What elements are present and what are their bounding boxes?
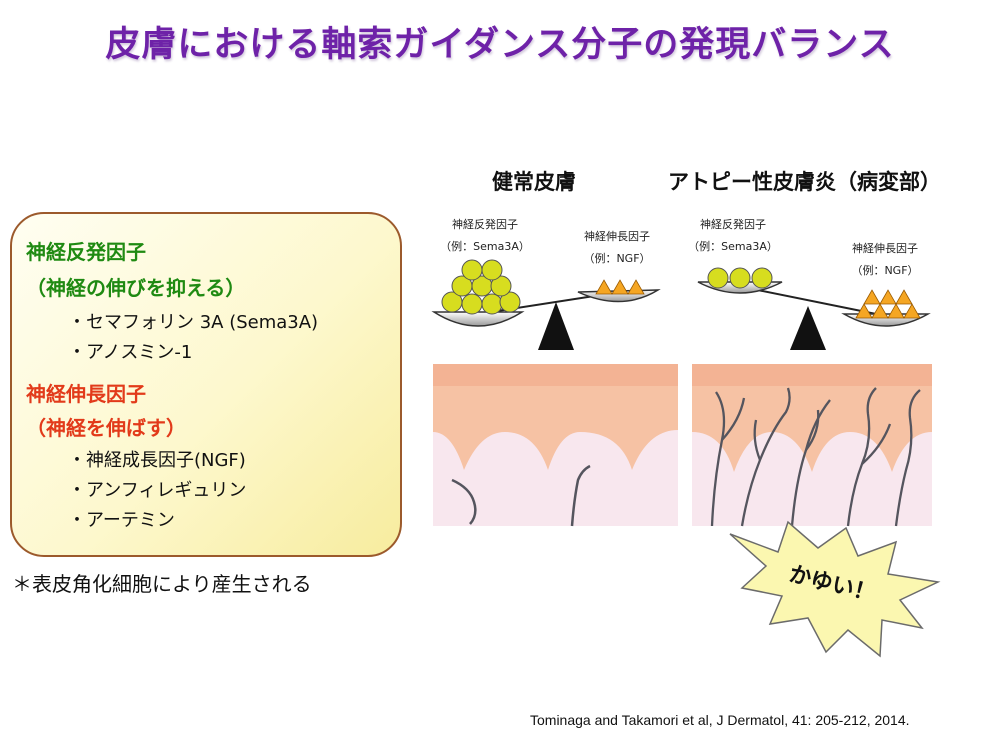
ngf-triangle bbox=[863, 289, 881, 305]
healthy-sema3a-pile bbox=[441, 259, 521, 315]
elongation-item: ・アーテミン bbox=[68, 510, 175, 531]
healthy-nerve-fiber bbox=[570, 464, 591, 527]
sema3a-ball bbox=[707, 267, 729, 289]
atopic-skin-title: アトピー性皮膚炎（病変部） bbox=[668, 170, 941, 194]
sema3a-ball bbox=[490, 275, 512, 297]
ngf-triangle bbox=[595, 279, 613, 295]
sema3a-ball bbox=[751, 267, 773, 289]
repulsion-subheading: （神経の伸びを抑える） bbox=[26, 276, 246, 300]
atopic-nerve-fiber bbox=[790, 399, 831, 527]
sema3a-ball bbox=[481, 259, 503, 281]
healthy-left-dish bbox=[431, 311, 525, 327]
atopic-repulsion-example: （例：Sema3A） bbox=[688, 240, 778, 253]
atopic-balance-fulcrum bbox=[790, 306, 826, 350]
itch-burst bbox=[729, 520, 941, 658]
ngf-triangle bbox=[871, 303, 889, 319]
atopic-nerve-fiber bbox=[721, 397, 746, 441]
atopic-nerve-fiber bbox=[894, 389, 921, 527]
healthy-repulsion-label: 神経反発因子 bbox=[452, 218, 518, 231]
healthy-elongation-example: （例：NGF） bbox=[583, 252, 651, 265]
sema3a-ball bbox=[499, 291, 521, 313]
healthy-stratum-corneum bbox=[433, 364, 678, 386]
ngf-triangle bbox=[895, 289, 913, 305]
healthy-skin-title: 健常皮膚 bbox=[492, 170, 576, 194]
atopic-nerve-fiber bbox=[846, 387, 877, 527]
repulsion-item: ・セマフォリン 3A (Sema3A) bbox=[68, 312, 319, 333]
footnote: ＊表皮角化細胞により産生される bbox=[12, 572, 312, 596]
elongation-heading: 神経伸長因子 bbox=[26, 382, 146, 406]
atopic-nerve-fiber bbox=[753, 419, 762, 461]
sema3a-ball bbox=[461, 259, 483, 281]
sema3a-ball bbox=[461, 293, 483, 315]
healthy-epidermis bbox=[433, 364, 678, 470]
ngf-triangle bbox=[887, 303, 905, 319]
atopic-nerve-fiber bbox=[805, 409, 820, 451]
citation: Tominaga and Takamori et al, J Dermatol,… bbox=[530, 712, 910, 728]
elongation-subheading: （神経を伸ばす） bbox=[26, 416, 186, 440]
ngf-triangle bbox=[611, 279, 629, 295]
healthy-ngf-pile bbox=[595, 279, 645, 295]
repulsion-heading: 神経反発因子 bbox=[26, 240, 146, 264]
healthy-skin-section bbox=[431, 259, 678, 527]
sema3a-ball bbox=[729, 267, 751, 289]
atopic-stratum-corneum bbox=[692, 364, 932, 386]
healthy-nerve-fiber bbox=[451, 478, 477, 525]
atopic-skin-section bbox=[692, 267, 932, 527]
atopic-repulsion-label: 神経反発因子 bbox=[700, 218, 766, 231]
elongation-item: ・神経成長因子(NGF) bbox=[68, 450, 246, 471]
ngf-triangle bbox=[903, 303, 921, 319]
elongation-item: ・アンフィレギュリン bbox=[68, 480, 247, 501]
repulsion-item: ・アノスミン-1 bbox=[68, 342, 193, 363]
atopic-nerve-fiber bbox=[710, 391, 726, 527]
atopic-nerve-fibers bbox=[710, 387, 921, 527]
healthy-repulsion-example: （例：Sema3A） bbox=[440, 240, 530, 253]
healthy-elongation-label: 神経伸長因子 bbox=[584, 230, 650, 243]
ngf-triangle bbox=[879, 289, 897, 305]
sema3a-ball bbox=[481, 293, 503, 315]
atopic-elongation-example: （例：NGF） bbox=[851, 264, 919, 277]
atopic-nerve-fiber bbox=[861, 423, 892, 465]
atopic-elongation-label: 神経伸長因子 bbox=[852, 242, 918, 255]
ngf-triangle bbox=[627, 279, 645, 295]
healthy-balance-fulcrum bbox=[538, 302, 574, 350]
ngf-triangle bbox=[855, 303, 873, 319]
atopic-ngf-pile bbox=[855, 289, 921, 319]
factor-info-box: 神経反発因子 （神経の伸びを抑える） ・セマフォリン 3A (Sema3A) ・… bbox=[10, 212, 402, 557]
atopic-nerve-fiber bbox=[740, 387, 791, 527]
slide-title: 皮膚における軸索ガイダンス分子の発現バランス bbox=[105, 25, 895, 65]
atopic-sema3a-pile bbox=[707, 267, 773, 289]
